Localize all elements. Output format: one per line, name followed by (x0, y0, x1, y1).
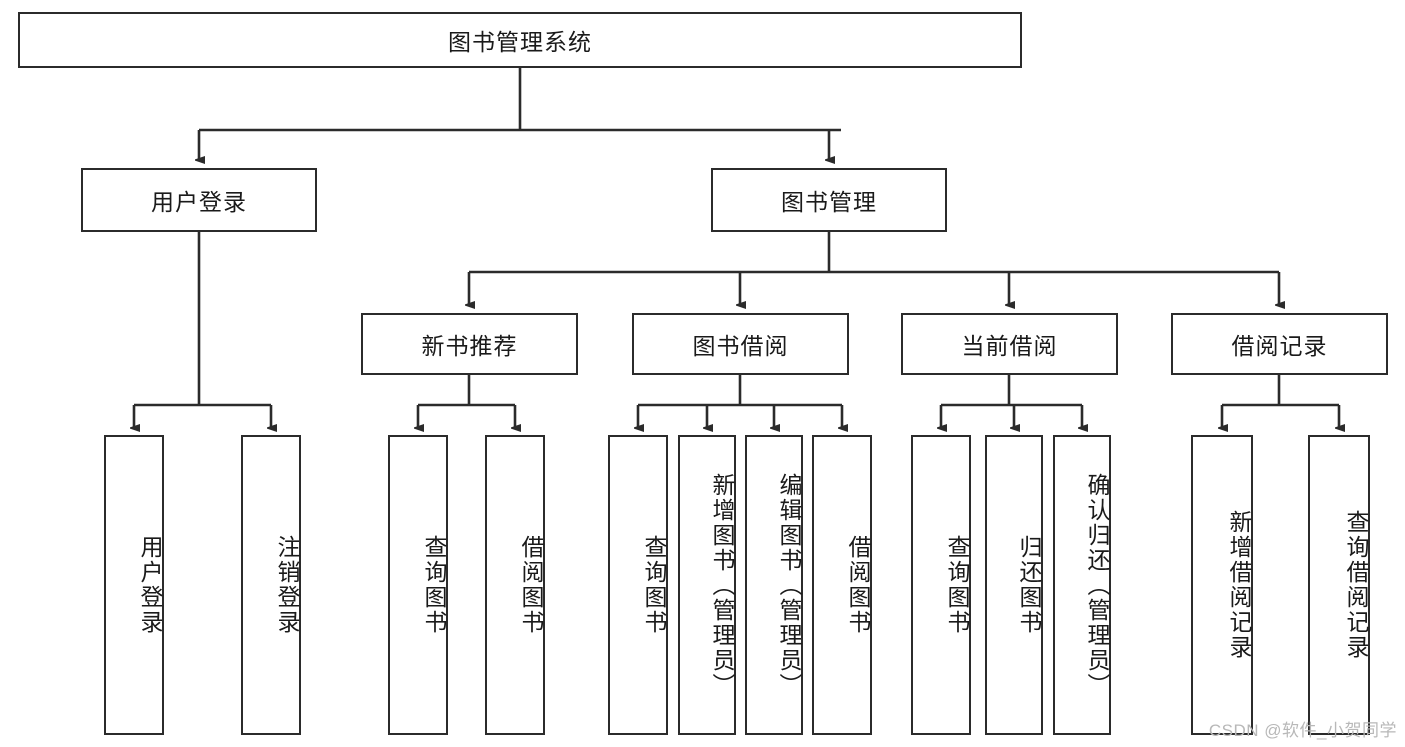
node-leaf-confirm-return[interactable]: 确认归还（管理员） (1053, 435, 1111, 735)
node-root[interactable]: 图书管理系统 (18, 12, 1022, 68)
node-book-manage[interactable]: 图书管理 (711, 168, 947, 232)
node-leaf-query-book-2[interactable]: 查询图书 (608, 435, 668, 735)
node-leaf-query-record[interactable]: 查询借阅记录 (1308, 435, 1370, 735)
node-leaf-borrow-book-1-label: 借阅图书 (518, 535, 544, 635)
node-leaf-query-book-3-label: 查询图书 (944, 535, 970, 635)
node-borrow-record-label: 借阅记录 (1231, 333, 1328, 359)
watermark: CSDN @软件_小贺同学 (1208, 721, 1397, 740)
node-user-login-label: 用户登录 (151, 189, 247, 215)
node-leaf-add-record[interactable]: 新增借阅记录 (1191, 435, 1253, 735)
node-leaf-query-record-label: 查询借阅记录 (1343, 510, 1369, 660)
node-leaf-query-book-1[interactable]: 查询图书 (388, 435, 448, 735)
node-borrow-record[interactable]: 借阅记录 (1171, 313, 1388, 375)
node-leaf-query-book-3[interactable]: 查询图书 (911, 435, 971, 735)
node-leaf-borrow-book-2[interactable]: 借阅图书 (812, 435, 872, 735)
node-new-book-rec-label: 新书推荐 (421, 333, 518, 359)
node-leaf-user-login-label: 用户登录 (137, 535, 163, 635)
node-leaf-edit-book-label: 编辑图书（管理员） (776, 472, 802, 698)
node-leaf-logout-label: 注销登录 (274, 535, 300, 635)
node-book-borrow[interactable]: 图书借阅 (632, 313, 849, 375)
node-root-label: 图书管理系统 (448, 29, 592, 55)
node-leaf-borrow-book-1[interactable]: 借阅图书 (485, 435, 545, 735)
node-book-manage-label: 图书管理 (781, 189, 877, 215)
node-leaf-edit-book[interactable]: 编辑图书（管理员） (745, 435, 803, 735)
node-leaf-logout[interactable]: 注销登录 (241, 435, 301, 735)
node-leaf-return-book-label: 归还图书 (1016, 535, 1042, 635)
node-leaf-query-book-2-label: 查询图书 (641, 535, 667, 635)
node-user-login[interactable]: 用户登录 (81, 168, 317, 232)
node-leaf-add-book-label: 新增图书（管理员） (709, 472, 735, 698)
node-current-borrow-label: 当前借阅 (961, 333, 1058, 359)
node-leaf-return-book[interactable]: 归还图书 (985, 435, 1043, 735)
node-leaf-query-book-1-label: 查询图书 (421, 535, 447, 635)
node-current-borrow[interactable]: 当前借阅 (901, 313, 1118, 375)
node-leaf-add-book[interactable]: 新增图书（管理员） (678, 435, 736, 735)
node-leaf-borrow-book-2-label: 借阅图书 (845, 535, 871, 635)
node-new-book-rec[interactable]: 新书推荐 (361, 313, 578, 375)
node-leaf-user-login[interactable]: 用户登录 (104, 435, 164, 735)
node-book-borrow-label: 图书借阅 (692, 333, 789, 359)
node-leaf-add-record-label: 新增借阅记录 (1226, 510, 1252, 660)
node-leaf-confirm-return-label: 确认归还（管理员） (1084, 472, 1110, 698)
